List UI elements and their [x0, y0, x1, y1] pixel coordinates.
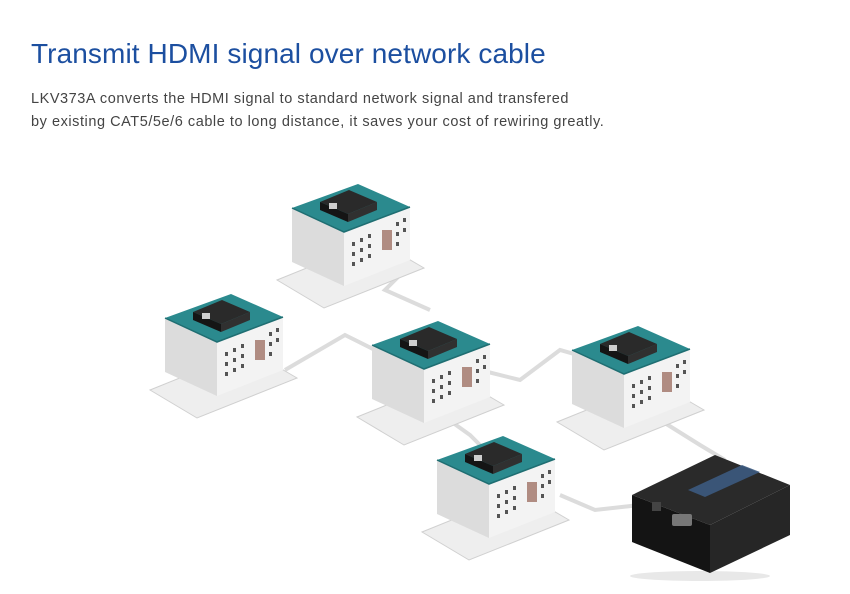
description-line-1: LKV373A converts the HDMI signal to stan… [31, 91, 570, 107]
building-top [276, 183, 425, 309]
hdmi-transmitter-device [630, 455, 790, 581]
building-left [149, 293, 298, 419]
building-center [356, 320, 505, 446]
hdmi-port-icon [672, 514, 692, 526]
power-port-icon [652, 502, 661, 511]
page-title: Transmit HDMI signal over network cable [31, 38, 546, 69]
page-description: LKV373A converts the HDMI signal to stan… [31, 88, 651, 134]
building-bottom [421, 435, 570, 561]
description-line-2: by existing CAT5/5e/6 cable to long dist… [31, 114, 605, 130]
